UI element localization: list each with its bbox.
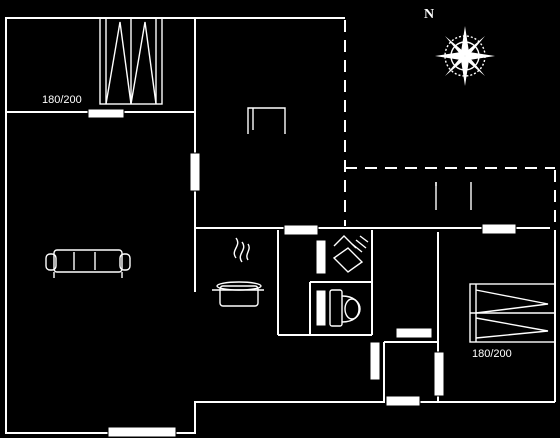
door-hall-top xyxy=(395,327,433,339)
dashed-partitions xyxy=(344,20,556,228)
doors-and-windows xyxy=(87,108,517,438)
bed-size-label-1: 180/200 xyxy=(42,94,82,106)
bed-size-label-2: 180/200 xyxy=(472,348,512,360)
door-entrance-bottom xyxy=(107,426,177,438)
window-top-left xyxy=(87,108,125,119)
door-bath-1 xyxy=(315,239,327,275)
window-right-top xyxy=(481,223,517,235)
sofa-icon xyxy=(45,249,131,278)
door-left-room xyxy=(189,152,201,192)
door-hall-left xyxy=(369,341,381,381)
bed-right xyxy=(469,283,556,343)
upper-room-fixture xyxy=(247,107,286,134)
cooking-pot-icon xyxy=(212,237,264,307)
compass-north-label: N xyxy=(424,7,434,22)
shower-icon xyxy=(332,235,369,273)
door-hall-right xyxy=(433,351,445,397)
bed-top-left xyxy=(99,17,163,105)
compass-rose-icon xyxy=(435,26,495,86)
door-hall-bottom xyxy=(385,395,421,407)
door-bath-2 xyxy=(315,289,327,327)
door-kitchen xyxy=(283,224,319,236)
walls xyxy=(5,17,556,434)
right-room-fixture xyxy=(435,182,472,210)
toilet-icon xyxy=(329,289,361,327)
